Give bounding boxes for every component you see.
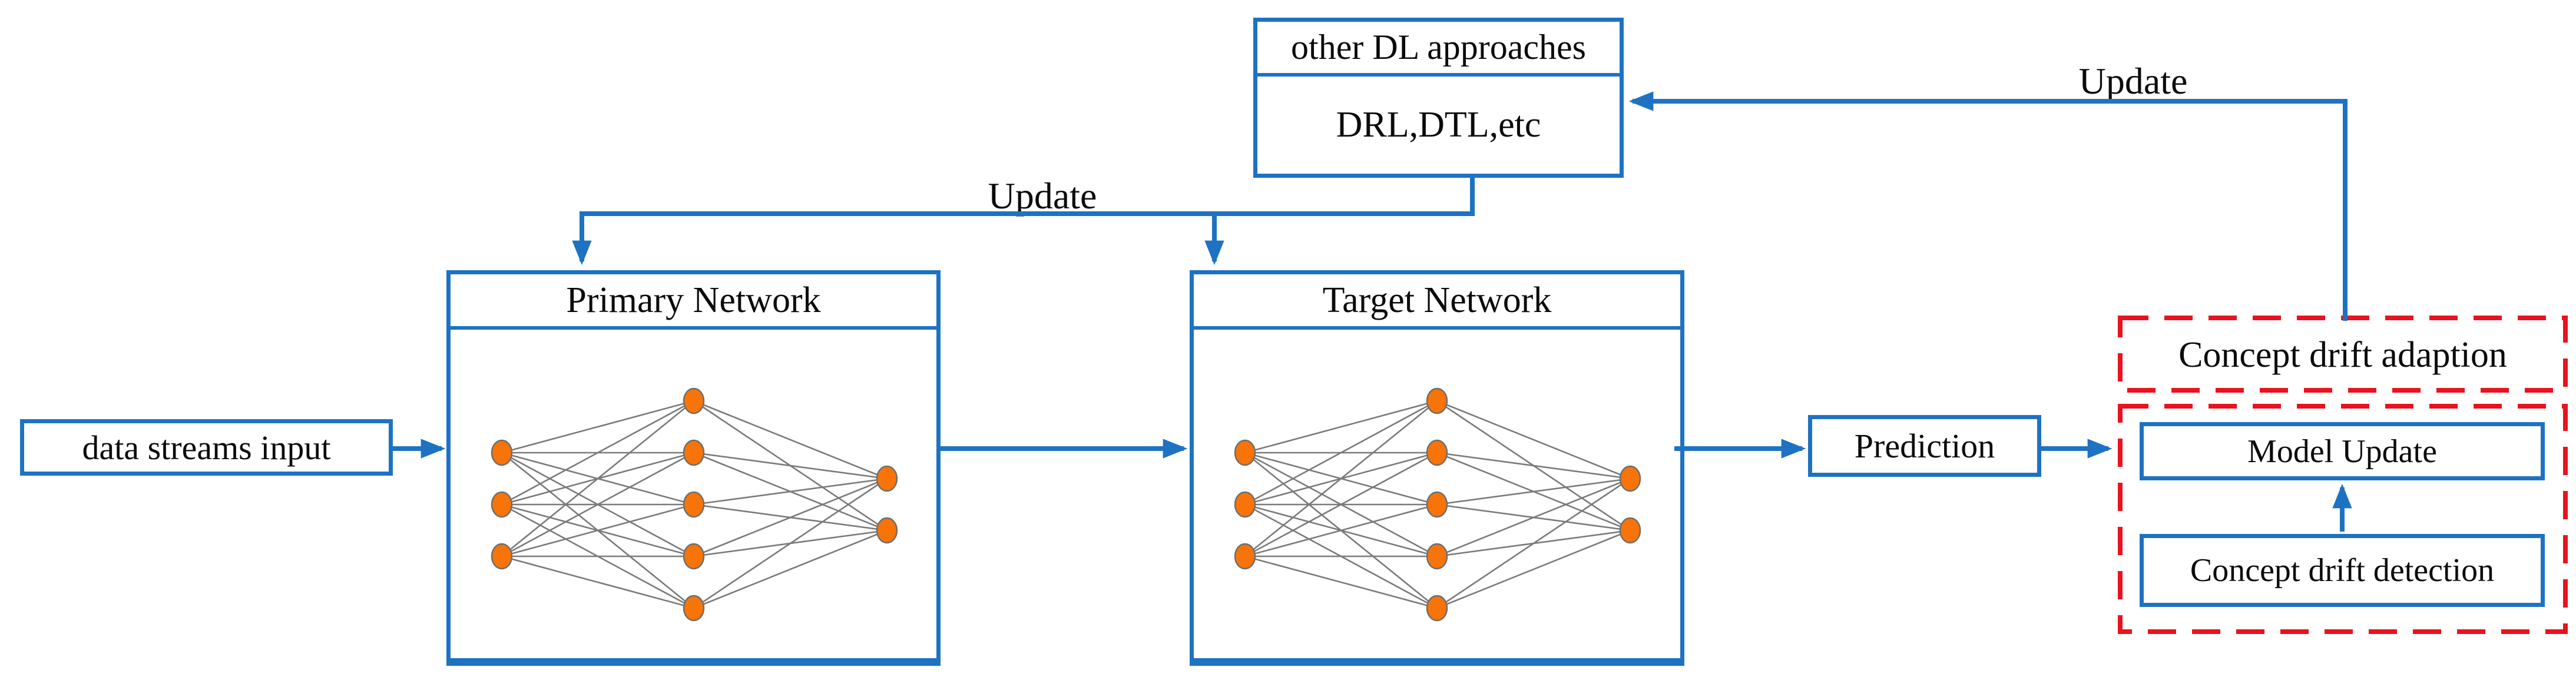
other-dl-approaches-body: DRL,DTL,etc xyxy=(1257,77,1620,174)
model-update-label: Model Update xyxy=(2247,433,2437,470)
concept-drift-detection-box: Concept drift detection xyxy=(2140,534,2545,607)
target-network-box: Target Network xyxy=(1190,270,1684,666)
primary-network-title: Primary Network xyxy=(451,274,936,330)
update-label-left: Update xyxy=(988,175,1097,217)
target-network-title: Target Network xyxy=(1194,274,1680,330)
other-dl-approaches-box: other DL approaches DRL,DTL,etc xyxy=(1253,18,1624,178)
other-dl-approaches-title: other DL approaches xyxy=(1257,22,1620,77)
concept-drift-detection-label: Concept drift detection xyxy=(2190,552,2495,589)
primary-network-box: Primary Network xyxy=(446,270,941,666)
prediction-box: Prediction xyxy=(1808,415,2041,477)
other-dl-approaches-title-label: other DL approaches xyxy=(1291,28,1586,67)
concept-drift-adaption-label: Concept drift adaption xyxy=(2178,334,2507,375)
update-label-right: Update xyxy=(2078,60,2188,102)
primary-network-title-label: Primary Network xyxy=(566,280,821,320)
data-streams-input-label: data streams input xyxy=(82,428,331,467)
model-update-box: Model Update xyxy=(2140,422,2545,480)
data-streams-input-box: data streams input xyxy=(20,419,393,476)
other-dl-approaches-body-label: DRL,DTL,etc xyxy=(1336,105,1541,145)
prediction-label: Prediction xyxy=(1854,427,1995,465)
target-network-title-label: Target Network xyxy=(1322,280,1552,320)
